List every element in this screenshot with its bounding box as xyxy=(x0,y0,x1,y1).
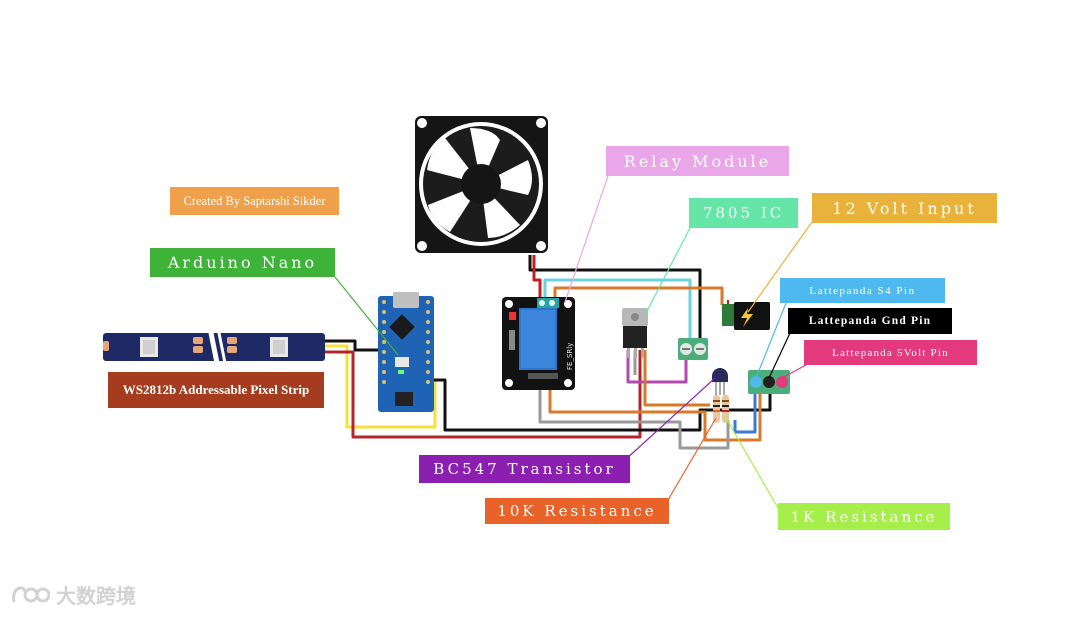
resistor-1k xyxy=(722,395,729,423)
wire-nano-gnd xyxy=(425,378,772,432)
wire-orange-3 xyxy=(643,350,710,407)
callout-lines xyxy=(334,175,813,509)
wire-fan-black xyxy=(528,255,702,342)
ws2812b-label: WS2812b Addressable Pixel Strip xyxy=(108,372,324,408)
resistor-10k xyxy=(713,395,720,423)
ws2812b-led-strip xyxy=(103,327,325,369)
dc-power-jack xyxy=(722,302,770,330)
leader-7805 xyxy=(644,227,691,316)
watermark: 大数跨境 xyxy=(10,580,136,609)
leader-gnd xyxy=(768,332,791,379)
wire-blue-s4 xyxy=(733,385,757,434)
lattepanda-s4-label: Lattepanda S4 Pin xyxy=(780,278,945,303)
screw-terminal-1 xyxy=(678,338,708,360)
arduino-nano-label: Arduino Nano xyxy=(150,248,335,277)
wire-orange-2 xyxy=(548,388,762,442)
relay-module-board: FE_SRly xyxy=(502,297,575,390)
leader-bc547 xyxy=(624,377,716,461)
arduino-nano-board xyxy=(378,292,434,412)
leader-arduino xyxy=(334,276,399,356)
lattepanda-gnd-label: Lattepanda Gnd Pin xyxy=(788,308,952,334)
watermark-text: 大数跨境 xyxy=(56,584,136,608)
1k-resistance-label: 1K Resistance xyxy=(778,503,950,530)
10k-resistance-label: 10K Resistance xyxy=(485,498,669,524)
leader-relay xyxy=(564,175,609,303)
leader-1k xyxy=(725,417,779,509)
relay-module-label: Relay Module xyxy=(606,146,789,176)
leader-12v xyxy=(747,221,813,313)
12-volt-input-label: 12 Volt Input xyxy=(812,193,997,223)
wire-cyan-1 xyxy=(543,278,692,342)
wire-gray-1 xyxy=(538,388,730,450)
bc547-label: BC547 Transistor xyxy=(419,455,630,483)
wire-purple-1 xyxy=(626,350,688,384)
wire-strip-5v xyxy=(325,350,642,439)
lattepanda-5v-label: Lattepanda 5Volt Pin xyxy=(804,340,977,365)
bc547-transistor xyxy=(712,368,728,395)
credit-label: Created By Saptarshi Sikder xyxy=(170,187,339,215)
leader-10k xyxy=(667,417,717,501)
wire-orange-1 xyxy=(553,286,724,305)
leader-5v xyxy=(781,364,807,379)
cooling-fan xyxy=(415,116,548,253)
voltage-regulator-7805 xyxy=(622,308,648,358)
wire-fan-red xyxy=(532,255,542,300)
ic-7805-label: 7805 IC xyxy=(689,198,798,228)
watermark-logo-icon xyxy=(12,585,50,602)
relay-board-name: FE_SRly xyxy=(566,343,574,370)
screw-terminal-2 xyxy=(748,370,790,394)
wire-strip-data xyxy=(325,344,437,429)
wire-strip-gnd xyxy=(325,339,380,352)
leader-s4 xyxy=(755,302,787,379)
